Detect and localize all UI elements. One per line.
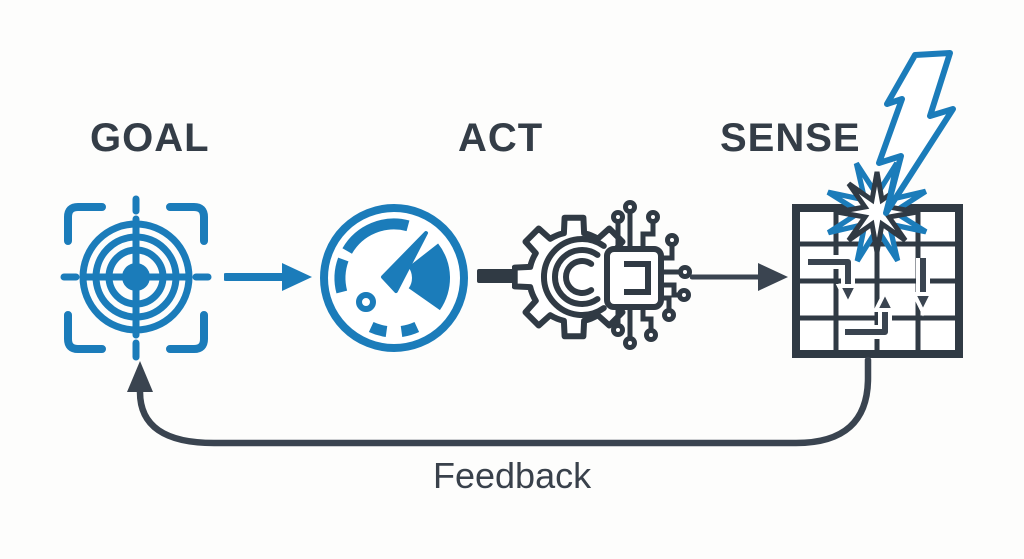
gauge-needle — [381, 231, 428, 293]
circuit-traces — [611, 200, 692, 350]
gear-circuit-icon — [512, 200, 692, 350]
lightning-bolt-icon — [876, 50, 956, 216]
act-label: ACT — [458, 116, 544, 160]
maze-grid-icon — [792, 204, 963, 358]
target-center-dot — [122, 263, 150, 291]
goal-to-act-arrow — [224, 263, 312, 291]
sense-icon-group — [792, 50, 963, 358]
gauge-to-gear-connector — [477, 269, 521, 283]
gauge-icon — [320, 204, 468, 352]
sense-label: SENSE — [720, 116, 861, 160]
gauge-dial-sector — [408, 243, 451, 311]
feedback-label: Feedback — [433, 455, 592, 496]
target-icon — [60, 195, 212, 361]
maze-arrowheads — [835, 284, 936, 317]
goal-label: GOAL — [90, 116, 210, 160]
act-to-sense-arrow — [690, 263, 788, 291]
